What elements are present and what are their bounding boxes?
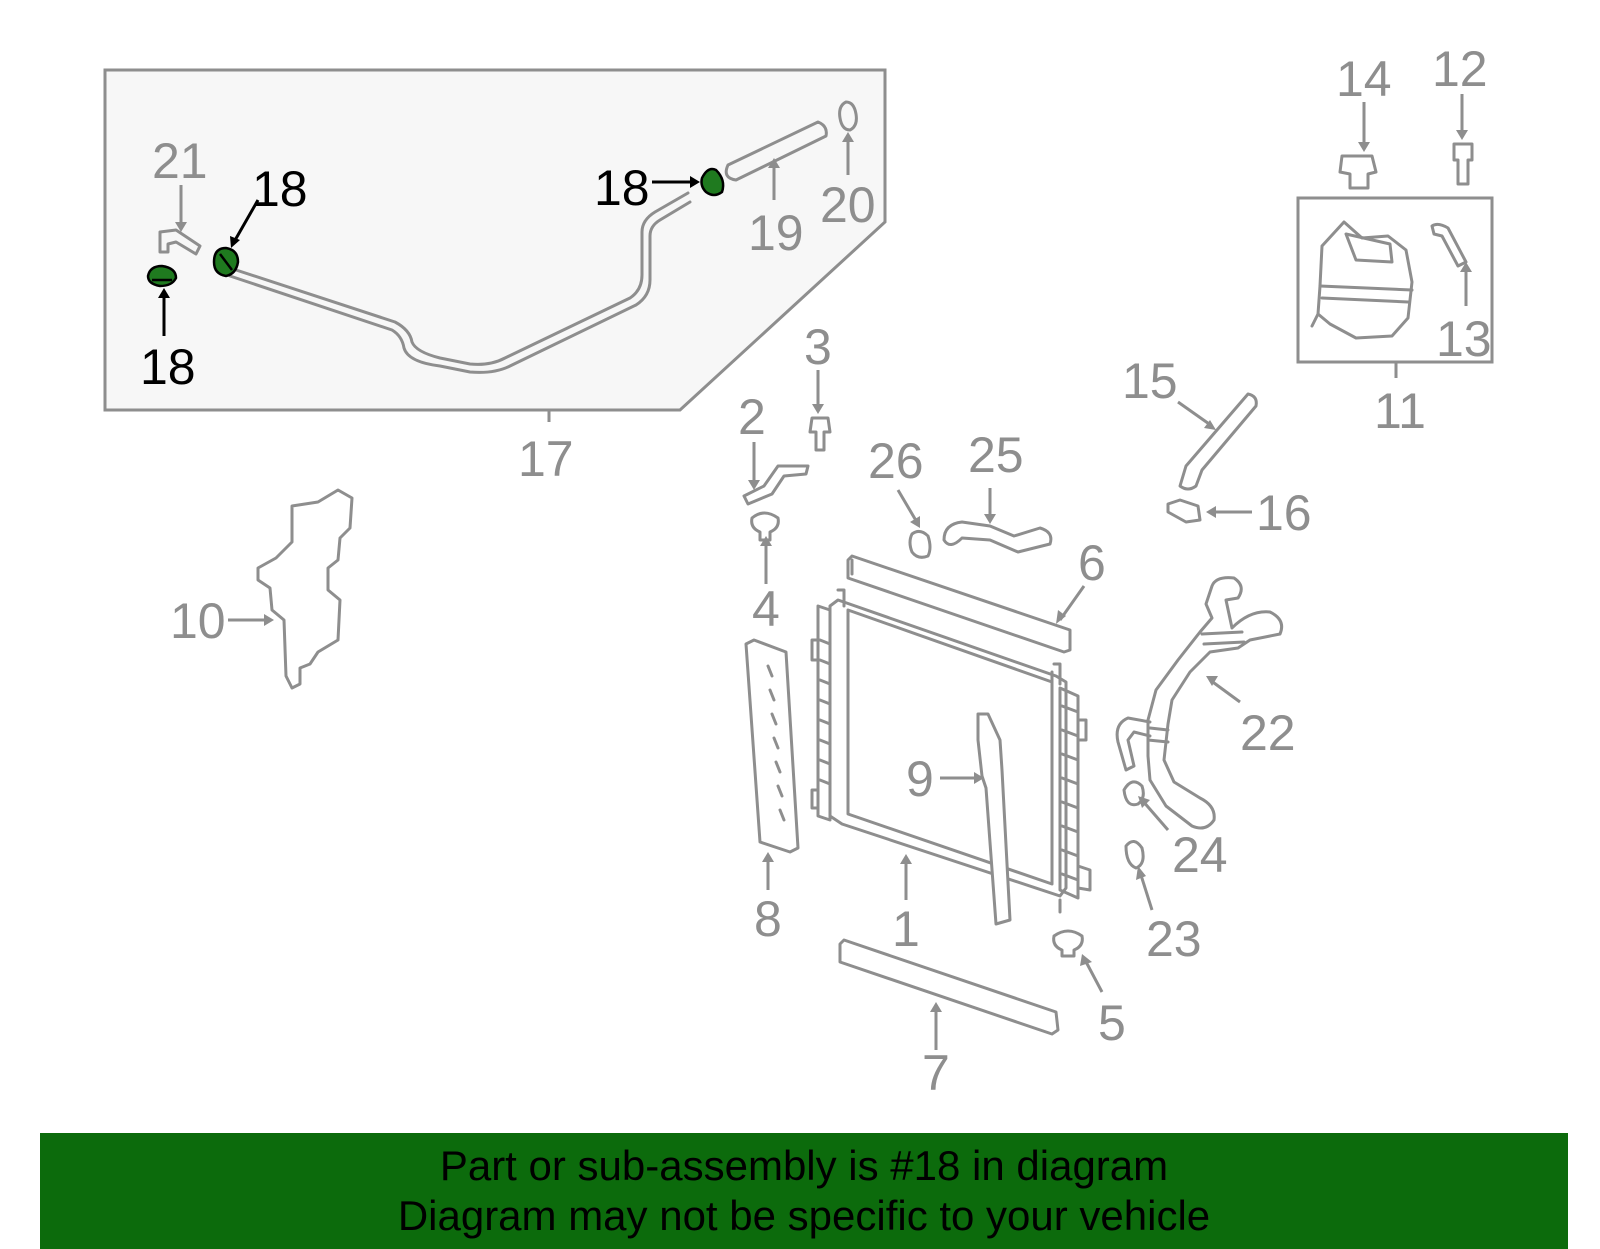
side-seal-9 — [976, 712, 1012, 926]
callout-26: 26 — [868, 433, 924, 489]
lower-seal-7 — [838, 938, 1060, 1036]
callout-12: 12 — [1432, 41, 1488, 97]
callout-17: 17 — [518, 431, 574, 487]
seal-7-group: 7 — [838, 938, 1060, 1101]
callout-18-bottom: 18 — [140, 339, 196, 395]
bracket-2 — [742, 464, 810, 506]
hose-15 — [1178, 392, 1258, 491]
hose-13 — [1430, 222, 1468, 268]
callout-15: 15 — [1122, 353, 1178, 409]
cap-14 — [1338, 154, 1378, 190]
callout-9: 9 — [906, 751, 934, 807]
callout-11: 11 — [1374, 383, 1426, 439]
callout-13: 13 — [1436, 311, 1492, 367]
clamp-16 — [1166, 498, 1202, 524]
callout-1: 1 — [892, 901, 920, 957]
callout-2: 2 — [738, 389, 766, 445]
upper-seal-6 — [846, 554, 1072, 654]
callout-6: 6 — [1078, 535, 1106, 591]
radiator-1-group: 1 — [810, 588, 1092, 957]
grommet-5-group: 5 — [1052, 929, 1126, 1051]
clamp-23 — [1124, 840, 1145, 870]
callout-8: 8 — [754, 891, 782, 947]
reservoir-group: 14 12 13 11 — [1296, 41, 1494, 439]
banner-line-1: Part or sub-assembly is #18 in diagram — [439, 1142, 1169, 1189]
clamp-18-right — [700, 167, 725, 197]
mount-hardware-group: 2 3 4 — [738, 319, 832, 637]
hose-25 — [942, 520, 1053, 554]
hose-22-group: 22 24 23 — [1115, 576, 1296, 967]
hose-15-group: 15 16 — [1122, 353, 1312, 541]
clamp-18-middle — [212, 246, 240, 278]
callout-10: 10 — [170, 593, 226, 649]
seal-8-group: 8 — [744, 638, 800, 947]
callout-18-right: 18 — [594, 160, 650, 216]
side-seal-8 — [744, 638, 800, 854]
bolt-3 — [808, 416, 832, 452]
grommet-5 — [1052, 929, 1084, 958]
callout-3: 3 — [804, 319, 832, 375]
info-banner: Part or sub-assembly is #18 in diagram D… — [40, 1133, 1568, 1249]
callout-14: 14 — [1336, 51, 1392, 107]
seal-9-group: 9 — [906, 712, 1012, 926]
banner-line-2: Diagram may not be specific to your vehi… — [397, 1192, 1211, 1239]
callout-22: 22 — [1240, 705, 1296, 761]
callout-18-top: 18 — [252, 161, 308, 217]
air-deflector-10 — [256, 488, 354, 690]
callout-19: 19 — [748, 205, 804, 261]
hose-19 — [724, 120, 828, 182]
callout-21: 21 — [152, 133, 208, 189]
clamp-24 — [1122, 780, 1145, 807]
hose-pipe-17 — [228, 191, 690, 366]
callout-25: 25 — [968, 427, 1024, 483]
inset-hose-assembly: 21 18 18 18 19 20 17 — [103, 68, 887, 487]
radiator-right-tank — [1050, 670, 1092, 914]
callout-4: 4 — [752, 581, 780, 637]
hose-25-group: 26 25 — [868, 427, 1053, 559]
callout-24: 24 — [1172, 827, 1228, 883]
clamp-26 — [908, 529, 932, 559]
clamp-20 — [838, 100, 858, 132]
seal-6-group: 6 — [846, 535, 1106, 654]
shield-10-group: 10 — [170, 488, 354, 690]
radiator-left-tank — [810, 604, 832, 822]
hose-22 — [1146, 576, 1284, 830]
callout-20: 20 — [820, 177, 876, 233]
callout-7: 7 — [922, 1045, 950, 1101]
bolt-12 — [1452, 142, 1474, 186]
radiator-core-1 — [828, 598, 1068, 898]
callout-5: 5 — [1098, 995, 1126, 1051]
clamp-18-left — [146, 264, 178, 288]
grommet-4 — [750, 511, 780, 542]
callout-23: 23 — [1146, 911, 1202, 967]
bracket-21 — [158, 228, 202, 256]
callout-16: 16 — [1256, 485, 1312, 541]
